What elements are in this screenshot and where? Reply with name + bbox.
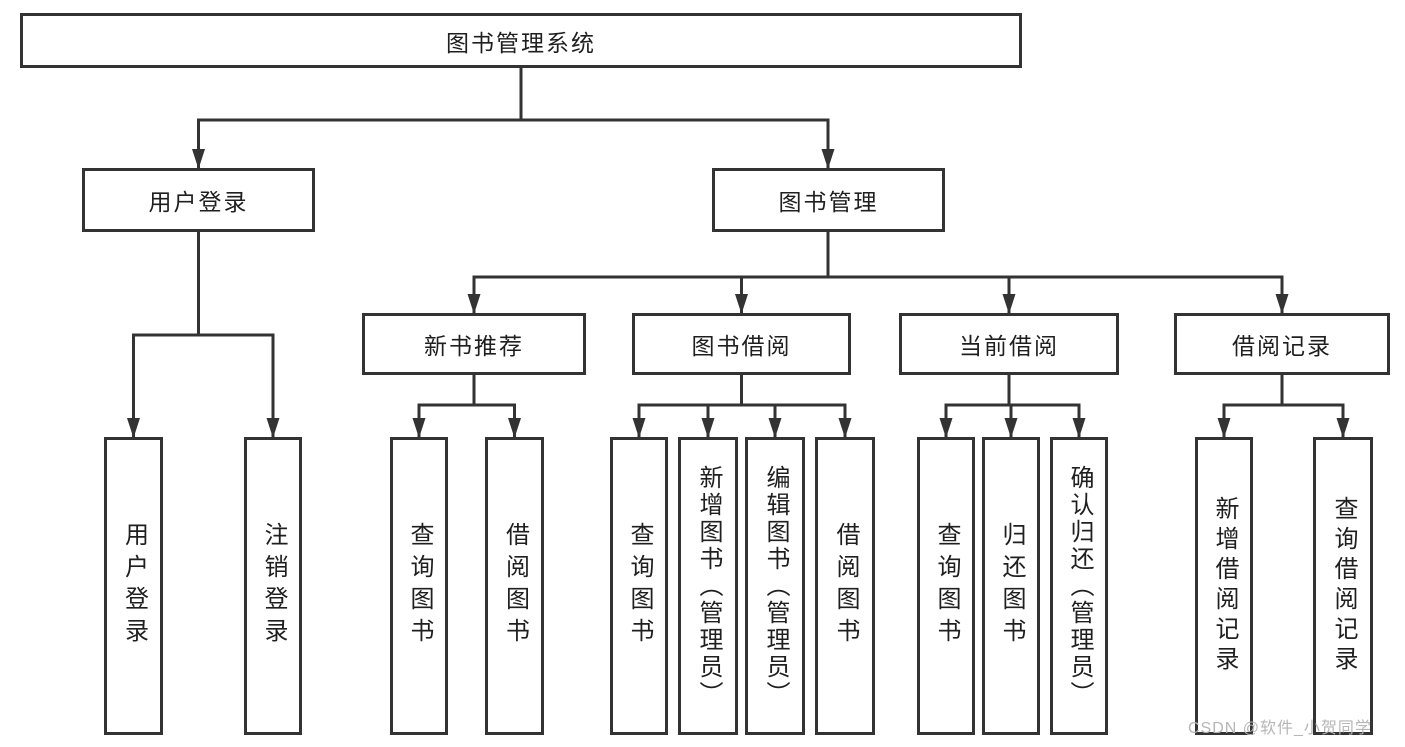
leaf-current-borrow-return-label: 归还图书 — [998, 522, 1025, 650]
node-user-login-label: 用户登录 — [148, 189, 249, 215]
leaf-book-borrow-borrow-label: 借阅图书 — [832, 522, 859, 650]
leaf-book-borrow-edit-label: 编辑图书（管理员） — [762, 464, 789, 708]
edge-book-mgmt-new-book — [467, 232, 830, 314]
edge-root-user-login — [192, 68, 523, 169]
node-book-borrow: 图书借阅 — [632, 313, 851, 375]
node-root-label: 图书管理系统 — [446, 29, 596, 56]
edge-user-login-logout — [197, 232, 280, 438]
leaf-book-borrow-edit: 编辑图书（管理员） — [745, 437, 805, 735]
edge-borrow-records-add — [1217, 375, 1284, 438]
leaf-borrow-records-query-label: 查询借阅记录 — [1330, 496, 1357, 676]
node-user-login: 用户登录 — [82, 168, 315, 232]
leaf-new-book-borrow: 借阅图书 — [485, 437, 544, 735]
edge-book-borrow-borrow — [740, 375, 852, 438]
edge-new-book-query — [412, 375, 476, 438]
leaf-logout-label: 注销登录 — [260, 522, 287, 650]
leaf-current-borrow-query: 查询图书 — [917, 437, 975, 735]
edge-new-book-borrow — [472, 375, 521, 438]
leaf-current-borrow-query-label: 查询图书 — [933, 522, 960, 650]
node-current-borrow: 当前借阅 — [899, 313, 1119, 375]
leaf-logout: 注销登录 — [244, 437, 302, 735]
edge-root-book-mgmt — [519, 68, 835, 169]
node-book-mgmt-label: 图书管理 — [778, 189, 879, 215]
node-current-borrow-label: 当前借阅 — [959, 333, 1059, 359]
leaf-book-borrow-query-label: 查询图书 — [626, 522, 653, 650]
leaf-book-borrow-borrow: 借阅图书 — [815, 437, 875, 735]
edge-borrow-records-query — [1280, 375, 1350, 438]
leaf-book-borrow-add-label: 新增图书（管理员） — [695, 464, 722, 708]
leaf-book-borrow-add: 新增图书（管理员） — [678, 437, 738, 735]
edge-current-borrow-confirm — [1007, 375, 1086, 438]
node-new-book-label: 新书推荐 — [424, 333, 524, 359]
leaf-new-book-borrow-label: 借阅图书 — [501, 522, 529, 650]
edge-current-borrow-query — [939, 375, 1011, 438]
node-book-borrow-label: 图书借阅 — [691, 333, 792, 359]
leaf-current-borrow-return: 归还图书 — [982, 437, 1040, 735]
edge-book-borrow-add — [701, 375, 743, 438]
leaf-new-book-query: 查询图书 — [390, 437, 448, 735]
leaf-user-login-label: 用户登录 — [120, 522, 148, 650]
watermark: CSDN @软件_小贺同学 — [1188, 720, 1372, 737]
leaf-borrow-records-add: 新增借阅记录 — [1195, 437, 1253, 735]
node-book-mgmt: 图书管理 — [712, 168, 945, 232]
edge-user-login-login — [127, 232, 200, 438]
leaf-current-borrow-confirm: 确认归还（管理员） — [1050, 437, 1108, 735]
leaf-borrow-records-add-label: 新增借阅记录 — [1211, 496, 1238, 676]
edge-book-mgmt-current-borrow — [826, 232, 1016, 314]
leaf-new-book-query-label: 查询图书 — [406, 522, 433, 650]
node-borrow-records: 借阅记录 — [1174, 313, 1390, 375]
edge-book-mgmt-book-borrow — [735, 232, 830, 314]
node-root: 图书管理系统 — [20, 13, 1022, 68]
leaf-borrow-records-query: 查询借阅记录 — [1313, 437, 1373, 735]
leaf-user-login: 用户登录 — [104, 437, 163, 735]
leaf-book-borrow-query: 查询图书 — [610, 437, 668, 735]
leaf-current-borrow-confirm-label: 确认归还（管理员） — [1066, 464, 1093, 708]
node-borrow-records-label: 借阅记录 — [1232, 333, 1332, 359]
node-new-book: 新书推荐 — [362, 313, 586, 375]
edge-book-mgmt-borrow-records — [826, 232, 1289, 314]
